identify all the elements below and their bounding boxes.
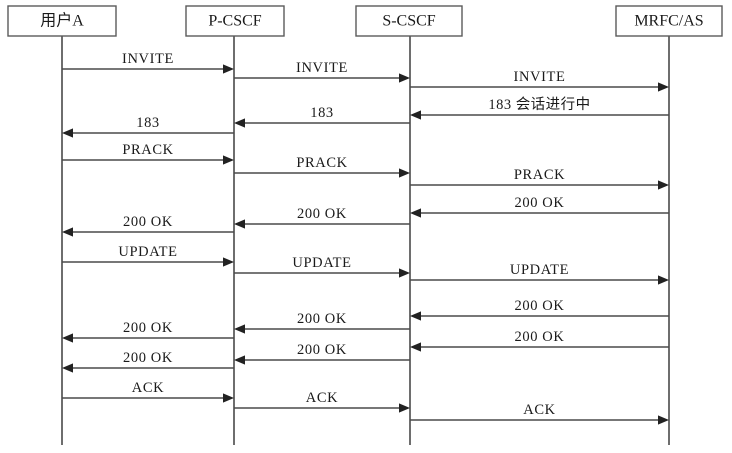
actor-label-mrfc: MRFC/AS (634, 13, 703, 30)
message-arrowhead (62, 333, 73, 343)
actor-label-pcscf: P-CSCF (208, 13, 261, 30)
message-arrowhead (658, 415, 669, 425)
message-arrowhead (234, 324, 245, 334)
actor-box-mrfc (615, 5, 723, 37)
message-arrowhead (62, 363, 73, 373)
message-arrowhead (234, 219, 245, 229)
message-label: 200 OK (297, 342, 347, 358)
message-21-ack[interactable]: ACK (62, 380, 234, 403)
message-label: ACK (306, 390, 338, 406)
message-label: 183 (310, 105, 334, 121)
message-4-183[interactable]: 183 (234, 105, 410, 128)
message-label: UPDATE (118, 244, 177, 260)
actor-pcscf[interactable]: P-CSCF (185, 5, 285, 37)
message-arrowhead (223, 155, 234, 165)
message-label: UPDATE (510, 262, 569, 278)
message-arrowhead (399, 403, 410, 413)
message-label: ACK (132, 380, 164, 396)
message-17-200-ok[interactable]: 200 OK (62, 320, 234, 343)
message-19-200-ok[interactable]: 200 OK (234, 342, 410, 365)
actor-label-ua: 用户A (40, 12, 84, 30)
message-6-prack[interactable]: PRACK (62, 142, 234, 165)
message-10-200-ok[interactable]: 200 OK (234, 206, 410, 229)
message-label: 200 OK (123, 350, 173, 366)
message-16-200-ok[interactable]: 200 OK (234, 311, 410, 334)
actor-mrfc[interactable]: MRFC/AS (615, 5, 723, 37)
message-arrowhead (410, 311, 421, 321)
message-label: ACK (523, 402, 555, 418)
message-12-update[interactable]: UPDATE (62, 244, 234, 267)
message-arrowhead (62, 128, 73, 138)
message-arrowhead (223, 64, 234, 74)
message-label: INVITE (514, 69, 566, 85)
message-arrowhead (658, 275, 669, 285)
message-2-invite[interactable]: INVITE (410, 69, 669, 92)
message-9-200-ok[interactable]: 200 OK (410, 195, 669, 218)
actors-layer: 用户A P-CSCF S-CSCF MRFC/AS (7, 5, 723, 37)
lifelines-layer (61, 36, 670, 445)
message-20-200-ok[interactable]: 200 OK (62, 350, 234, 373)
message-arrowhead (658, 82, 669, 92)
message-arrowhead (399, 268, 410, 278)
message-arrowhead (410, 208, 421, 218)
message-7-prack[interactable]: PRACK (234, 155, 410, 178)
message-5-183[interactable]: 183 (62, 115, 234, 138)
message-arrowhead (410, 110, 421, 120)
actor-box-scscf (355, 5, 463, 37)
actor-scscf[interactable]: S-CSCF (355, 5, 463, 37)
message-1-invite[interactable]: INVITE (234, 60, 410, 83)
message-arrowhead (62, 227, 73, 237)
actor-label-scscf: S-CSCF (382, 13, 435, 30)
message-label: 200 OK (297, 206, 347, 222)
message-arrowhead (399, 73, 410, 83)
actor-box-pcscf (185, 5, 285, 37)
actor-box-ua (7, 5, 117, 37)
message-15-200-ok[interactable]: 200 OK (410, 298, 669, 321)
message-11-200-ok[interactable]: 200 OK (62, 214, 234, 237)
message-arrowhead (410, 342, 421, 352)
message-label: 200 OK (123, 214, 173, 230)
message-label: 200 OK (515, 329, 565, 345)
message-label: 183 会话进行中 (488, 96, 590, 113)
message-arrowhead (223, 257, 234, 267)
message-13-update[interactable]: UPDATE (234, 255, 410, 278)
message-label: 200 OK (515, 298, 565, 314)
message-22-ack[interactable]: ACK (234, 390, 410, 413)
message-arrowhead (223, 393, 234, 403)
message-8-prack[interactable]: PRACK (410, 167, 669, 190)
message-arrowhead (234, 118, 245, 128)
message-23-ack[interactable]: ACK (410, 402, 669, 425)
message-arrowhead (658, 180, 669, 190)
message-label: PRACK (122, 142, 173, 158)
message-label: UPDATE (292, 255, 351, 271)
message-3-183-会话进行中[interactable]: 183 会话进行中 (410, 96, 669, 120)
message-label: 200 OK (297, 311, 347, 327)
message-label: INVITE (296, 60, 348, 76)
message-arrowhead (234, 355, 245, 365)
message-label: 200 OK (515, 195, 565, 211)
message-0-invite[interactable]: INVITE (62, 51, 234, 74)
message-14-update[interactable]: UPDATE (410, 262, 669, 285)
message-18-200-ok[interactable]: 200 OK (410, 329, 669, 352)
message-label: PRACK (296, 155, 347, 171)
message-label: 200 OK (123, 320, 173, 336)
message-arrowhead (399, 168, 410, 178)
message-label: INVITE (122, 51, 174, 67)
message-label: 183 (136, 115, 160, 131)
message-label: PRACK (514, 167, 565, 183)
actor-ua[interactable]: 用户A (7, 5, 117, 37)
